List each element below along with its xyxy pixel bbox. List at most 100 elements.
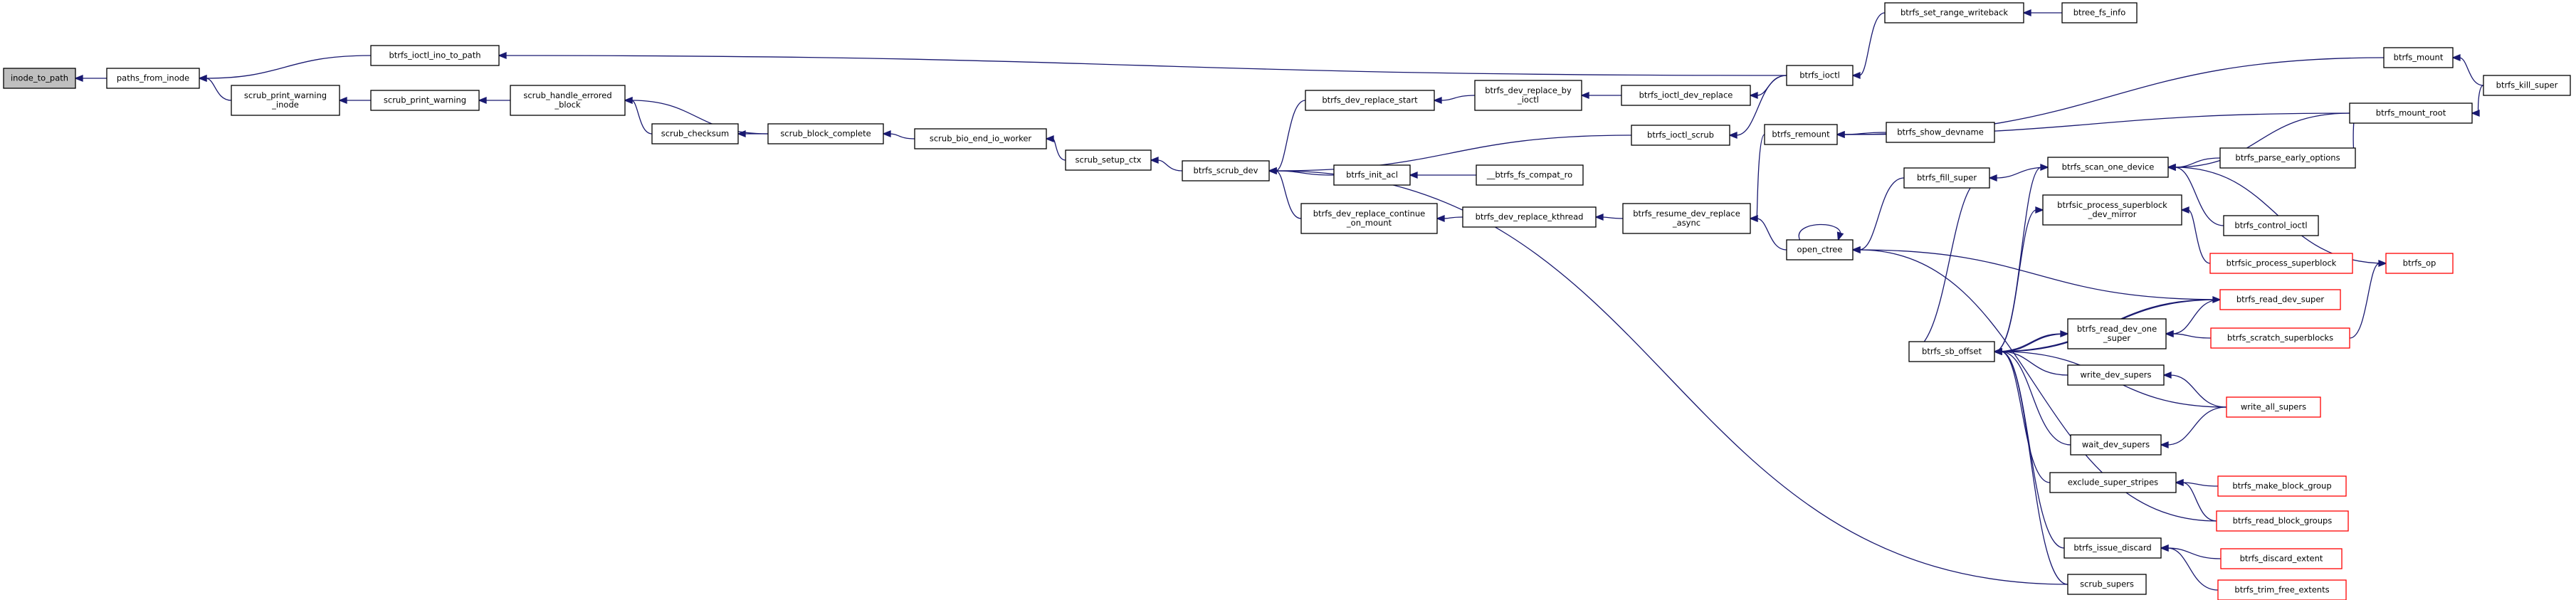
arrowhead-icon [1749, 92, 1758, 99]
node-box [2210, 327, 2350, 349]
node-btrfs-ioctl-ino-to-path[interactable]: btrfs_ioctl_ino_to_path [370, 45, 500, 66]
node-scrub-bio-end-io-worker[interactable]: scrub_bio_end_io_worker [914, 128, 1047, 149]
node-label: _block [554, 100, 581, 110]
node-btrfs-fill-super[interactable]: btrfs_fill_super [1903, 167, 1990, 189]
edge-btrfs-trim-free-extents-to-btrfs-issue-discard [2160, 544, 2219, 591]
node-label: __btrfs_fs_compat_ro [1486, 170, 1572, 180]
node-label: _ioctl [1517, 95, 1539, 105]
node-btrfs-op[interactable]: btrfs_op [2385, 253, 2454, 274]
node-write-dev-supers[interactable]: write_dev_supers [2067, 364, 2165, 386]
arrowhead-icon [478, 97, 487, 104]
node-btrfs-issue-discard[interactable]: btrfs_issue_discard [2064, 537, 2162, 559]
edge-line [1908, 177, 1984, 352]
edge-btrfs-dev-replace-kthread-to-btrfs-dev-replace-continue-on-mount [1436, 215, 1463, 222]
node-btrfs-scan-one-device[interactable]: btrfs_scan_one_device [2047, 157, 2169, 178]
edge-line [2000, 333, 2068, 352]
node-inode-to-path[interactable]: inode_to_path [3, 68, 76, 89]
node-btrfs-read-dev-super[interactable]: btrfs_read_dev_super [2219, 289, 2341, 310]
node-btrfs-dev-replace-by-ioctl[interactable]: btrfs_dev_replace_by_ioctl [1474, 80, 1582, 111]
node-scrub-handle-errored-block[interactable]: scrub_handle_errored_block [510, 85, 626, 116]
node-btrfs-read-block-groups[interactable]: btrfs_read_block_groups [2216, 510, 2349, 532]
node-label: btrfs_sb_offset [1922, 347, 1982, 357]
edge-line [205, 55, 372, 79]
node-label: btrfs_remount [1772, 130, 1830, 140]
arrowhead-icon [737, 130, 746, 137]
node-btrfs-fs-compat-ro[interactable]: __btrfs_fs_compat_ro [1476, 164, 1584, 186]
node-btrfs-show-devname[interactable]: btrfs_show_devname [1886, 122, 1995, 143]
node-paths-from-inode[interactable]: paths_from_inode [106, 68, 200, 89]
edge-btrfs-fill-super-to-open-ctree [1851, 177, 1905, 253]
node-box [2217, 475, 2347, 497]
edge-btrfs-read-block-groups-to-open-ctree [1851, 246, 2217, 522]
node-label: scrub_print_warning [244, 90, 327, 100]
edge-btrfs-set-range-writeback-to-btrfs-ioctl [1851, 12, 1886, 79]
node-btrfs-mount[interactable]: btrfs_mount [2383, 47, 2454, 68]
node-btrfs-trim-free-extents[interactable]: btrfs_trim_free_extents [2217, 579, 2347, 600]
edge-line [1859, 249, 2217, 522]
node-btrfs-mount-root[interactable]: btrfs_mount_root [2349, 102, 2473, 124]
node-box [1886, 122, 1995, 143]
node-box [2219, 289, 2341, 310]
edge-scrub-supers-to-btrfs-sb-offset [1993, 348, 2068, 585]
node-scrub-checksum[interactable]: scrub_checksum [651, 123, 739, 144]
node-label: btrfs_scrub_dev [1194, 166, 1258, 176]
edge-scrub-checksum-to-scrub-handle-errored-block [624, 97, 653, 135]
node-label: btrfsic_process_superblock [2227, 258, 2337, 268]
node-btrfsic-process-superblock[interactable]: btrfsic_process_superblock [2209, 253, 2353, 274]
node-btrfs-ioctl-scrub[interactable]: btrfs_ioctl_scrub [1631, 125, 1730, 146]
node-box [1182, 160, 1270, 181]
node-box [106, 68, 200, 89]
node-btrfs-read-dev-one-super[interactable]: btrfs_read_dev_one_super [2067, 318, 2167, 349]
node-label: btrfs_resume_dev_replace [1633, 209, 1740, 219]
node-scrub-print-warning[interactable]: scrub_print_warning [370, 90, 480, 111]
arrowhead-icon [1836, 131, 1845, 138]
edge-scrub-handle-errored-block-to-scrub-print-warning [478, 97, 511, 104]
edge-line [631, 100, 653, 135]
node-wait-dev-supers[interactable]: wait_dev_supers [2070, 434, 2162, 456]
node-box [1305, 90, 1435, 111]
node-btrfs-dev-replace-start[interactable]: btrfs_dev_replace_start [1305, 90, 1435, 111]
node-btrfs-kill-super[interactable]: btrfs_kill_super [2483, 75, 2571, 96]
edge-btrfs-scrub-dev-to-scrub-setup-ctx [1150, 157, 1183, 172]
node-scrub-setup-ctx[interactable]: scrub_setup_ctx [1065, 149, 1152, 171]
node-btrfs-dev-replace-kthread[interactable]: btrfs_dev_replace_kthread [1462, 206, 1597, 228]
node-label: btrfs_fill_super [1917, 173, 1977, 183]
node-box [1462, 206, 1597, 228]
node-box [2209, 253, 2353, 274]
edge-paths-from-inode-to-inode-to-path [74, 75, 107, 82]
arrowhead-icon [338, 97, 347, 104]
edge-btrfs-op-to-btrfs-scan-one-device [2167, 164, 2387, 264]
node-write-all-supers[interactable]: write_all_supers [2226, 396, 2321, 418]
node-btrfs-sb-offset[interactable]: btrfs_sb_offset [1908, 341, 1995, 362]
node-btrfs-ioctl-dev-replace[interactable]: btrfs_ioctl_dev_replace [1621, 85, 1751, 106]
node-scrub-block-complete[interactable]: scrub_block_complete [767, 123, 884, 144]
node-label: btrfs_kill_super [2496, 80, 2558, 90]
node-label: btrfs_dev_replace_kthread [1476, 212, 1584, 222]
node-btrfs-control-ioctl[interactable]: btrfs_control_ioctl [2223, 215, 2319, 236]
node-btree-fs-info[interactable]: btree_fs_info [2061, 2, 2138, 23]
node-btrfs-parse-early-options[interactable]: btrfs_parse_early_options [2219, 147, 2356, 169]
node-label: scrub_bio_end_io_worker [930, 134, 1032, 144]
edge-line [2000, 351, 2071, 446]
edge-btrfs-ioctl-dev-replace-to-btrfs-dev-replace-by-ioctl [1580, 92, 1621, 99]
node-open-ctree[interactable]: open_ctree [1786, 239, 1854, 260]
node-btrfs-ioctl[interactable]: btrfs_ioctl [1786, 65, 1854, 86]
node-btrfsic-process-superblock-dev-mirror[interactable]: btrfsic_process_superblock_dev_mirror [2042, 194, 2182, 226]
node-exclude-super-stripes[interactable]: exclude_super_stripes [2049, 472, 2177, 493]
node-btrfs-resume-dev-replace-async[interactable]: btrfs_resume_dev_replace_async [1622, 203, 1751, 234]
node-btrfs-scratch-superblocks[interactable]: btrfs_scratch_superblocks [2210, 327, 2350, 349]
node-box [2223, 215, 2319, 236]
node-btrfs-scrub-dev[interactable]: btrfs_scrub_dev [1182, 160, 1270, 181]
node-scrub-supers[interactable]: scrub_supers [2067, 574, 2147, 595]
node-btrfs-init-acl[interactable]: btrfs_init_acl [1333, 164, 1411, 186]
node-btrfs-discard-extent[interactable]: btrfs_discard_extent [2220, 548, 2343, 569]
node-btrfs-set-range-writeback[interactable]: btrfs_set_range_writeback [1884, 2, 2024, 23]
node-scrub-print-warning-inode[interactable]: scrub_print_warning_inode [231, 85, 340, 116]
node-box [2220, 548, 2343, 569]
node-btrfs-remount[interactable]: btrfs_remount [1764, 124, 1838, 145]
edge-btrfs-fs-compat-ro-to-btrfs-init-acl [1409, 172, 1476, 179]
arrowhead-icon [1851, 246, 1861, 253]
node-btrfs-make-block-group[interactable]: btrfs_make_block_group [2217, 475, 2347, 497]
edge-line [1756, 218, 1787, 251]
node-btrfs-dev-replace-continue-on-mount[interactable]: btrfs_dev_replace_continue_on_mount [1300, 203, 1438, 234]
